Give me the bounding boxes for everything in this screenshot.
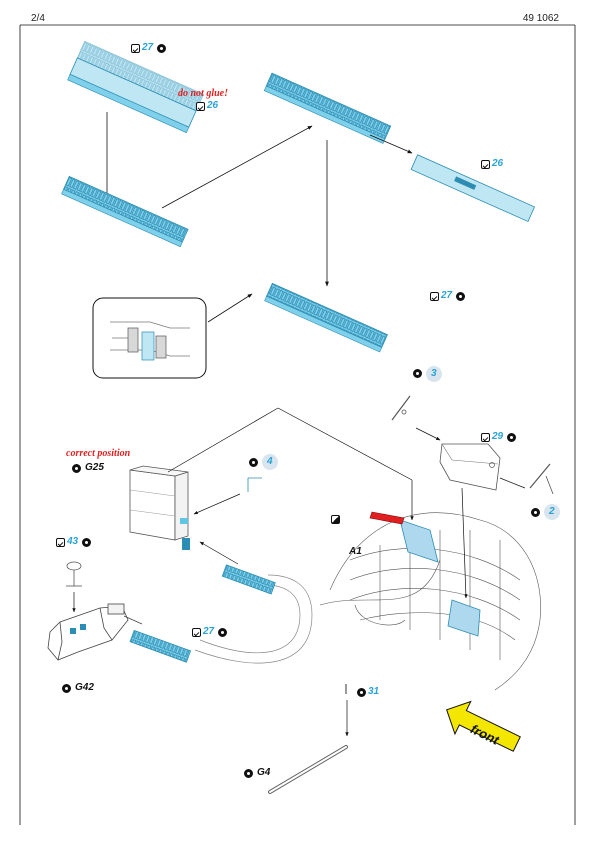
- feed-belt: [129, 564, 313, 664]
- part-circle: [426, 366, 442, 382]
- glue-icon: [196, 102, 205, 111]
- leader-box: [167, 407, 279, 473]
- paint-icon: [507, 433, 516, 442]
- glue-icon: [481, 160, 490, 169]
- belt-left: [61, 175, 189, 248]
- paint-icon: [244, 769, 253, 778]
- glue-icon: [131, 44, 140, 53]
- glue-icon: [192, 628, 201, 637]
- part-number-2: 2: [549, 506, 555, 517]
- glue-icon: [430, 292, 439, 301]
- part-number-26: 26: [492, 158, 504, 169]
- do-not-glue-note: do not glue!: [178, 88, 229, 99]
- hull-panel-1: [399, 519, 439, 563]
- strip-part-26: [410, 154, 536, 223]
- part-number-26: 26: [207, 100, 219, 111]
- part-number-27: 27: [203, 626, 215, 637]
- part-number-3: 3: [431, 368, 437, 379]
- product-code: 49 1062: [522, 13, 559, 24]
- leader-box-2: [277, 407, 413, 481]
- belt-part-27: [67, 40, 204, 134]
- part-43: [66, 561, 82, 587]
- part-circle: [262, 454, 278, 470]
- belt-middle: [264, 282, 388, 353]
- part-number-43: 43: [67, 536, 79, 547]
- part-number-27: 27: [142, 42, 154, 53]
- front-arrow-icon: [446, 700, 521, 752]
- hull-panel-2: [447, 599, 481, 637]
- glue-icon: [481, 433, 490, 442]
- paint-icon: [413, 369, 422, 378]
- paint-icon: [249, 458, 258, 467]
- arrow-part-4: [193, 493, 241, 515]
- part-label-a1: A1: [349, 546, 362, 557]
- paint-icon: [72, 464, 81, 473]
- part-number-29: 29: [492, 431, 504, 442]
- paint-icon: [531, 508, 540, 517]
- arrow-to-box: [199, 541, 239, 565]
- part-label-g4: G4: [257, 767, 271, 778]
- position-icon: [331, 515, 340, 524]
- paint-icon: [218, 628, 227, 637]
- arrow-to-detail: [207, 293, 253, 323]
- leader-part-2: [499, 477, 526, 489]
- part-number-4: 4: [267, 456, 273, 467]
- paint-icon: [62, 684, 71, 693]
- ammo-box-g25: [129, 465, 190, 550]
- glue-icon: [56, 538, 65, 547]
- part-number-27: 27: [441, 290, 453, 301]
- rod-g4: [268, 745, 348, 794]
- part-number-31: 31: [368, 686, 380, 697]
- part-circle: [544, 504, 560, 520]
- part-29-box: [439, 443, 501, 491]
- correct-position-note: correct position: [66, 448, 131, 459]
- detail-callout: [92, 297, 207, 379]
- belt-top-center: [263, 72, 392, 144]
- bracket-part-2: [529, 463, 554, 495]
- paint-icon: [357, 688, 366, 697]
- part-label-g25: G25: [85, 462, 104, 473]
- bracket-part-3: [391, 395, 411, 421]
- part-label-g42: G42: [75, 682, 94, 693]
- paint-icon: [157, 44, 166, 53]
- red-part: [369, 511, 405, 525]
- arrow-up-right: [161, 125, 313, 209]
- gun-part-g42: [47, 603, 143, 661]
- page-number: 2/4: [31, 13, 45, 24]
- arrow-right: [369, 134, 413, 154]
- paint-icon: [456, 292, 465, 301]
- paint-icon: [82, 538, 91, 547]
